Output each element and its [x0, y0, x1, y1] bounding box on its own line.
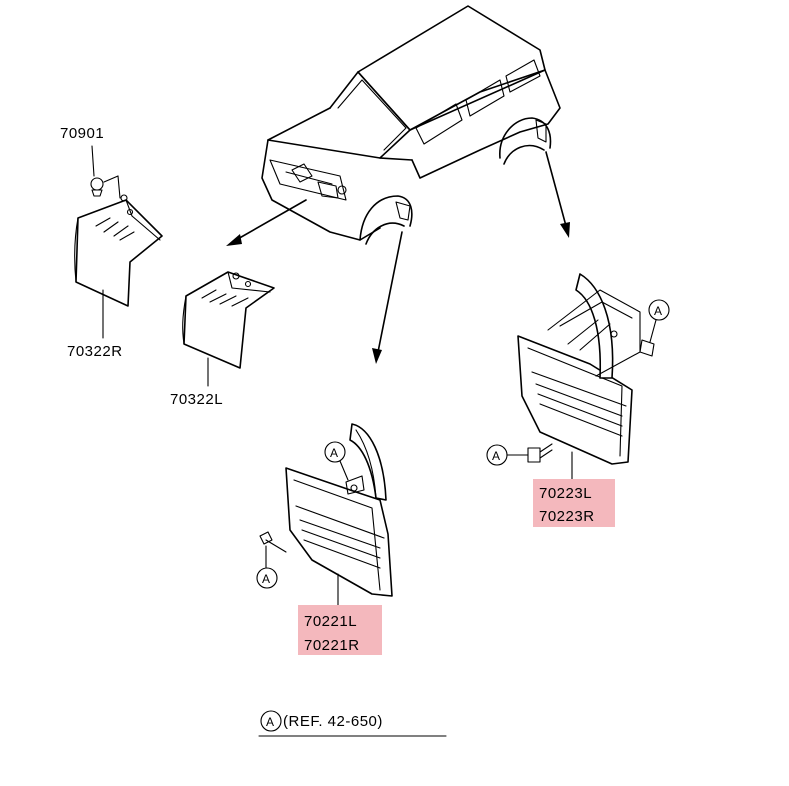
reference-note: A (REF. 42-650): [258, 710, 447, 737]
vehicle-illustration: [261, 5, 561, 245]
highlight-rear-flap: [533, 479, 615, 527]
inner-fender-l-part: 70322L: [170, 271, 275, 408]
callout-a-rear-left: A: [492, 449, 500, 463]
direction-arrows: [226, 151, 570, 364]
callout-a-front-top: A: [330, 446, 338, 460]
reference-callout-letter: A: [266, 715, 274, 729]
highlight-front-flap: [298, 605, 382, 655]
part-label-inner-fender-l: 70322L: [170, 391, 223, 408]
part-label-inner-fender-r: 70322R: [67, 343, 123, 360]
clip-part: 70901: [60, 125, 121, 199]
reference-text: (REF. 42-650): [283, 713, 383, 730]
part-label-front-flap-r: 70221R: [304, 637, 360, 654]
rear-mudflap-part: A A 70223L 70223R: [486, 273, 670, 527]
part-label-rear-flap-r: 70223R: [539, 508, 595, 525]
part-label-rear-flap-l: 70223L: [539, 485, 592, 502]
front-mudflap-part: A A 70221L 70221R: [256, 423, 393, 655]
callout-a-front-bottom: A: [262, 572, 270, 586]
callout-a-rear-right: A: [654, 304, 662, 318]
inner-fender-r-part: 70322R: [67, 194, 163, 360]
part-label-clip: 70901: [60, 125, 104, 142]
part-label-front-flap-l: 70221L: [304, 613, 357, 630]
